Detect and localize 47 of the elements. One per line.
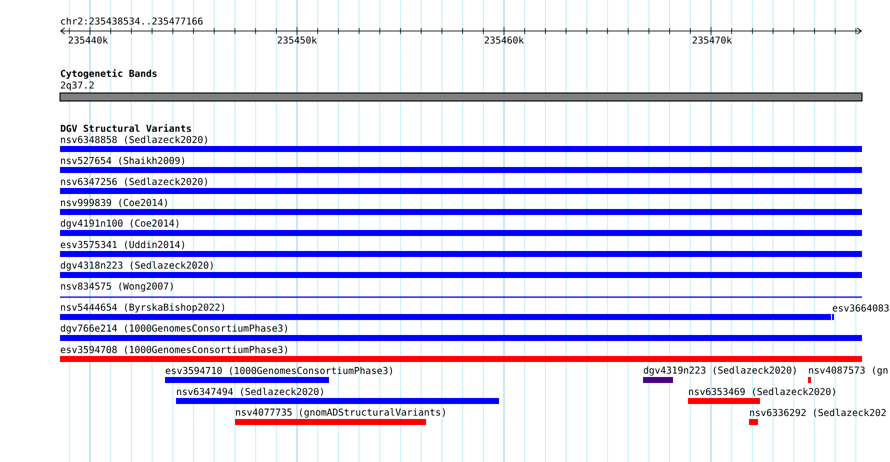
node-label: nsv6348858 (Sedlazeck2020) [61, 136, 207, 144]
node-label: 2q37.2 [60, 81, 94, 91]
node-label: dgv4318n223 (Sedlazeck2020) [60, 261, 213, 271]
locus-label: chr2:235438534..235477166 [61, 17, 203, 25]
variant-feature: esv3594710 (1000GenomesConsortiumPhase3) [165, 366, 392, 383]
node-label: esv3594710 (1000GenomesConsortiumPhase3) [166, 366, 392, 376]
tick-label: 235470k [692, 36, 732, 44]
variant-feature: dgv4318n223 (Sedlazeck2020) [60, 261, 862, 278]
variant-feature: nsv999839 (Coe2014) [60, 198, 862, 215]
track-heading: DGV Structural Variants [60, 124, 191, 132]
node-label: nsv4087573 (gn [809, 366, 888, 376]
variant-feature: dgv4191n100 (Coe2014) [60, 219, 862, 236]
variant-feature: nsv6347494 (Sedlazeck2020) [176, 388, 499, 404]
variant-feature: esv3575341 (Uddin2014) [60, 240, 862, 257]
node-label: dgv4191n100 (Coe2014) [60, 219, 178, 229]
chromosome-band: 2q37.2 [60, 81, 862, 102]
variant-feature: dgv4319n223 (Sedlazeck2020) [643, 366, 796, 383]
variant-feature: nsv834575 (Wong2007) [60, 282, 862, 298]
tick-label: 235460k [484, 36, 524, 44]
node-label: nsv4077735 (gnomADStructuralVariants) [236, 408, 445, 418]
node-label: dgv4319n223 (Sedlazeck2020) [644, 366, 796, 376]
node-label: nsv6347494 (Sedlazeck2020) [177, 388, 323, 396]
node-label: nsv5444654 (ByrskaBishop2022) [61, 303, 224, 313]
variant-feature: esv3594708 (1000GenomesConsortiumPhase3) [60, 346, 862, 362]
tick-label: 235440k [68, 36, 108, 44]
node-label: nsv6336292 (Sedlazeck202 [750, 408, 886, 418]
node-label: nsv6353469 (Sedlazeck2020) [689, 388, 835, 396]
variant-feature: nsv5444654 (ByrskaBishop2022) [60, 303, 831, 320]
node-label: esv3664083 [832, 304, 889, 312]
variant-feature: dgv766e214 (1000GenomesConsortiumPhase3) [60, 324, 862, 341]
track-heading: Cytogenetic Bands [60, 69, 157, 79]
node-label: nsv999839 (Coe2014) [61, 198, 167, 208]
variant-feature: nsv6336292 (Sedlazeck202 [749, 408, 886, 425]
node-label: esv3575341 (Uddin2014) [60, 240, 184, 250]
node-label: dgv766e214 (1000GenomesConsortiumPhase3) [60, 324, 287, 334]
variant-feature: nsv6347256 (Sedlazeck2020) [60, 178, 862, 194]
variant-feature: nsv4087573 (gn [808, 366, 888, 383]
variant-feature: esv3664083 [832, 304, 889, 320]
variant-feature: nsv4077735 (gnomADStructuralVariants) [235, 408, 445, 425]
variant-feature: nsv6348858 (Sedlazeck2020) [60, 136, 862, 152]
node-label: nsv527654 (Shaikh2009) [61, 156, 184, 166]
node-label: nsv834575 (Wong2007) [61, 282, 173, 292]
variant-feature: nsv527654 (Shaikh2009) [60, 156, 862, 173]
node-label: nsv6347256 (Sedlazeck2020) [61, 178, 207, 186]
node-label: esv3594708 (1000GenomesConsortiumPhase3) [60, 346, 287, 354]
tick-label: 235450k [278, 36, 317, 44]
variant-feature: nsv6353469 (Sedlazeck2020) [688, 388, 835, 404]
